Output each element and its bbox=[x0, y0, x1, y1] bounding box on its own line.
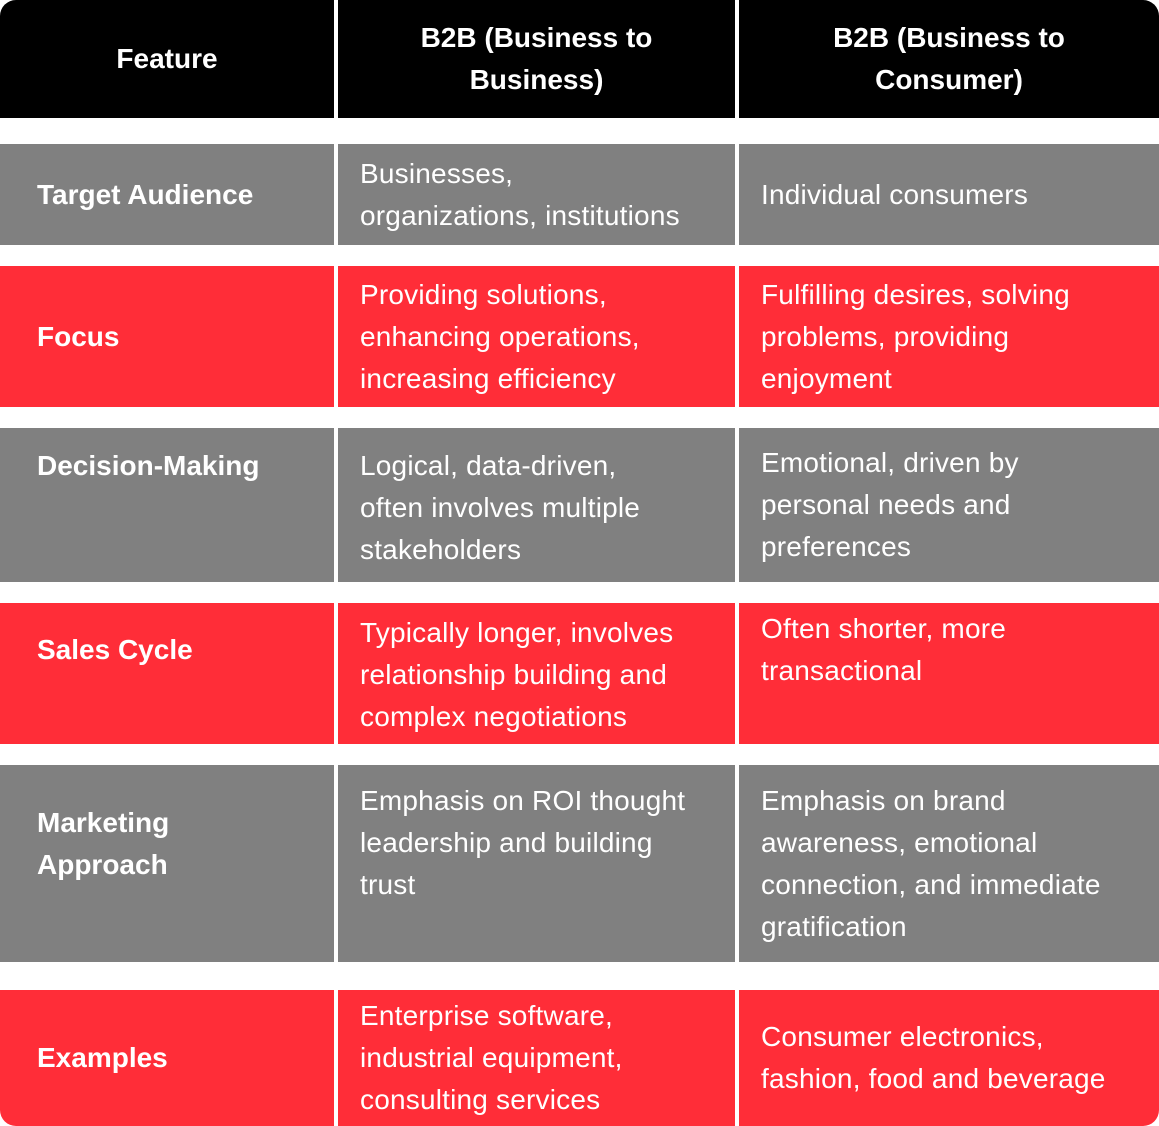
cell-text: Consumer electronics, fashion, food and … bbox=[761, 1021, 1106, 1094]
feature-label: Decision-Making bbox=[37, 450, 260, 481]
row-focus-b2b: Providing solutions, enhancing operation… bbox=[338, 266, 735, 407]
cell-text: Fulfilling desires, solving problems, pr… bbox=[761, 278, 1070, 394]
row-marketing-approach-feature: Marketing Approach bbox=[0, 765, 334, 962]
row-decision-making-b2b: Logical, data-driven, often involves mul… bbox=[338, 428, 735, 582]
cell-text: Businesses, organizations, institutions bbox=[360, 157, 680, 231]
row-target-audience-b2c: Individual consumers bbox=[739, 144, 1159, 245]
row-target-audience-feature: Target Audience bbox=[0, 144, 334, 245]
header-feature-label: Feature bbox=[116, 43, 218, 74]
row-focus-feature: Focus bbox=[0, 266, 334, 407]
header-b2b: B2B (Business to Business) bbox=[338, 0, 735, 118]
cell-text: Providing solutions, enhancing operation… bbox=[360, 278, 640, 394]
header-b2c-label: B2B (Business to Consumer) bbox=[833, 22, 1065, 95]
row-marketing-approach-b2c: Emphasis on brand awareness, emotional c… bbox=[739, 765, 1159, 962]
row-marketing-approach-b2b: Emphasis on ROI thought leadership and b… bbox=[338, 765, 735, 962]
cell-text: Logical, data-driven, often involves mul… bbox=[360, 450, 641, 565]
cell-text: Typically longer, involves relationship … bbox=[360, 617, 674, 732]
row-examples-b2b: Enterprise software, industrial equipmen… bbox=[338, 990, 735, 1126]
cell-text: Often shorter, more transactional bbox=[761, 613, 1007, 686]
cell-text: Individual consumers bbox=[761, 178, 1029, 210]
feature-label: Examples bbox=[37, 1042, 168, 1073]
cell-text: Emphasis on brand awareness, emotional c… bbox=[761, 785, 1101, 942]
row-examples-b2c: Consumer electronics, fashion, food and … bbox=[739, 990, 1159, 1126]
row-sales-cycle-b2b: Typically longer, involves relationship … bbox=[338, 603, 735, 744]
row-target-audience-b2b: Businesses, organizations, institutions bbox=[338, 144, 735, 245]
row-decision-making-b2c: Emotional, driven by personal needs and … bbox=[739, 428, 1159, 582]
cell-text: Enterprise software, industrial equipmen… bbox=[360, 1000, 623, 1115]
header-b2b-label: B2B (Business to Business) bbox=[420, 22, 653, 95]
row-sales-cycle-b2c: Often shorter, more transactional bbox=[739, 603, 1159, 744]
header-feature: Feature bbox=[0, 0, 334, 118]
row-sales-cycle-feature: Sales Cycle bbox=[0, 603, 334, 744]
row-decision-making-feature: Decision-Making bbox=[0, 428, 334, 582]
feature-label: Sales Cycle bbox=[37, 634, 193, 665]
header-b2c: B2B (Business to Consumer) bbox=[739, 0, 1159, 118]
row-examples-feature: Examples bbox=[0, 990, 334, 1126]
cell-text: Emotional, driven by personal needs and … bbox=[761, 447, 1019, 562]
row-focus-b2c: Fulfilling desires, solving problems, pr… bbox=[739, 266, 1159, 407]
feature-label: Target Audience bbox=[37, 178, 254, 210]
feature-label: Focus bbox=[37, 320, 120, 352]
cell-text: Emphasis on ROI thought leadership and b… bbox=[360, 785, 686, 900]
feature-label: Marketing Approach bbox=[37, 807, 170, 880]
